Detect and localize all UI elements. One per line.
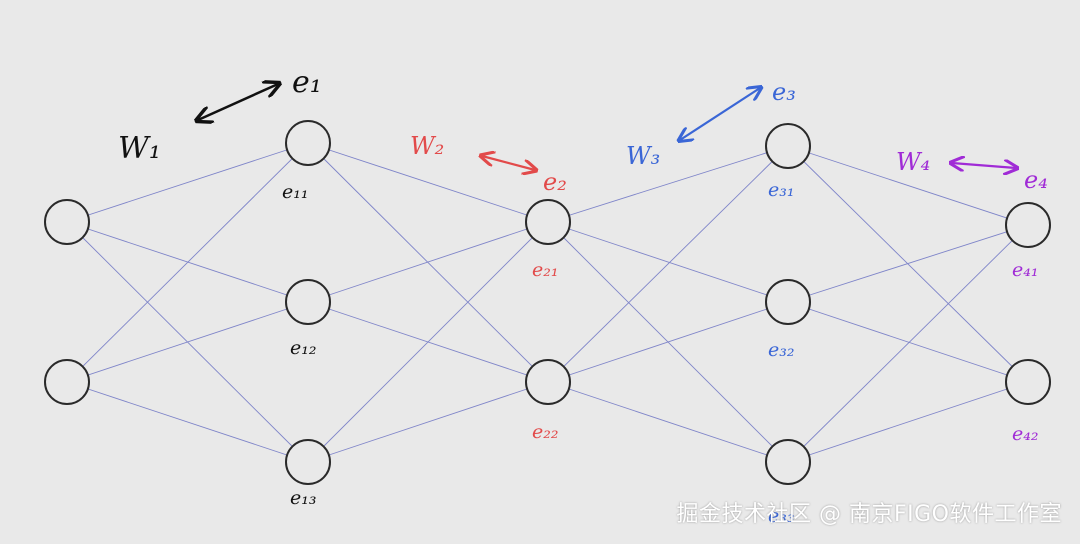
- edge-l1n2-l2n1: [66, 142, 309, 383]
- watermark: 掘金技术社区 @ 南京FIGO软件工作室: [676, 502, 1062, 527]
- edge-l1n1-l2n1: [66, 142, 309, 223]
- node-layer2-3: [285, 439, 331, 485]
- edge-l3n1-l4n2: [547, 221, 789, 303]
- node-layer1-1: [44, 199, 90, 245]
- arrow-w4-e4: [952, 163, 1016, 168]
- edge-l3n2-l4n2: [547, 301, 789, 383]
- label-e11: e₁₁: [282, 181, 308, 203]
- label-e2: e₂: [543, 168, 567, 196]
- edge-l4n1-l5n2: [787, 145, 1029, 383]
- label-e21: e₂₁: [532, 259, 558, 281]
- edge-l4n1-l5n1: [787, 145, 1029, 226]
- label-e33: e₃₃: [768, 505, 794, 527]
- edge-l4n2-l5n2: [787, 301, 1029, 383]
- node-layer4-2: [765, 279, 811, 325]
- edge-l4n3-l5n1: [787, 224, 1029, 463]
- label-w2: W₂: [410, 132, 444, 160]
- node-layer2-2: [285, 279, 331, 325]
- edges: [66, 142, 1029, 463]
- node-layer5-1: [1005, 202, 1051, 248]
- label-e31: e₃₁: [768, 179, 794, 201]
- edge-l3n2-l4n3: [547, 381, 789, 463]
- edge-l1n2-l2n3: [66, 381, 309, 463]
- label-w4: W₄: [896, 148, 930, 176]
- label-e12: e₁₂: [290, 337, 316, 359]
- arrow-w3-e3: [680, 88, 760, 140]
- edge-l2n1-l3n2: [307, 142, 549, 383]
- edge-l3n2-l4n1: [547, 145, 789, 383]
- edge-l1n2-l2n2: [66, 301, 309, 383]
- label-e1: e₁: [292, 65, 322, 100]
- label-e13: e₁₃: [290, 487, 316, 509]
- arrow-w1-e1: [198, 84, 278, 120]
- label-e32: e₃₂: [768, 339, 794, 361]
- label-w1: W₁: [118, 131, 161, 166]
- arrow-w2-e2: [482, 156, 535, 170]
- node-layer1-2: [44, 359, 90, 405]
- node-layer5-2: [1005, 359, 1051, 405]
- label-e4: e₄: [1024, 166, 1048, 194]
- edge-l3n1-l4n1: [547, 145, 789, 223]
- edge-l2n3-l3n1: [307, 221, 549, 463]
- node-layer2-1: [285, 120, 331, 166]
- node-layer4-1: [765, 123, 811, 169]
- label-e3: e₃: [772, 78, 796, 106]
- edge-l4n2-l5n1: [787, 224, 1029, 303]
- nodes: [44, 120, 1051, 485]
- edge-l2n1-l3n1: [307, 142, 549, 223]
- edge-l2n3-l3n2: [307, 381, 549, 463]
- edge-l2n2-l3n1: [307, 221, 549, 303]
- edge-l4n3-l5n2: [787, 381, 1029, 463]
- label-e42: e₄₂: [1012, 423, 1038, 445]
- label-e41: e₄₁: [1012, 259, 1038, 281]
- label-e22: e₂₂: [532, 421, 558, 443]
- node-layer3-1: [525, 199, 571, 245]
- node-layer3-2: [525, 359, 571, 405]
- node-layer4-3: [765, 439, 811, 485]
- label-w3: W₃: [626, 142, 660, 170]
